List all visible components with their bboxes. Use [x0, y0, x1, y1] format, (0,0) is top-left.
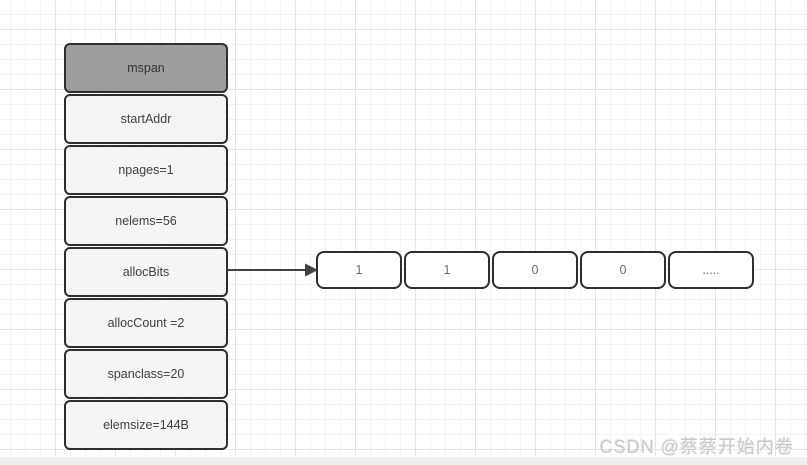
bit-cell: 0 [492, 251, 578, 289]
page-bottom-strip [0, 457, 807, 465]
allocbits-array: 1 1 0 0 ..... [316, 251, 754, 289]
struct-field-alloccount: allocCount =2 [64, 298, 228, 348]
csdn-watermark: CSDN @蔡蔡开始内卷 [599, 437, 794, 457]
struct-field-npages: npages=1 [64, 145, 228, 195]
struct-field-spanclass: spanclass=20 [64, 349, 228, 399]
bit-cell: 1 [404, 251, 490, 289]
bit-cell-ellipsis: ..... [668, 251, 754, 289]
struct-header-mspan: mspan [64, 43, 228, 93]
struct-field-startaddr: startAddr [64, 94, 228, 144]
bit-cell: 1 [316, 251, 402, 289]
struct-field-elemsize: elemsize=144B [64, 400, 228, 450]
allocbits-arrow [228, 263, 318, 277]
mspan-struct: mspan startAddr npages=1 nelems=56 alloc… [64, 43, 228, 450]
struct-field-allocbits: allocBits [64, 247, 228, 297]
bit-cell: 0 [580, 251, 666, 289]
struct-field-nelems: nelems=56 [64, 196, 228, 246]
